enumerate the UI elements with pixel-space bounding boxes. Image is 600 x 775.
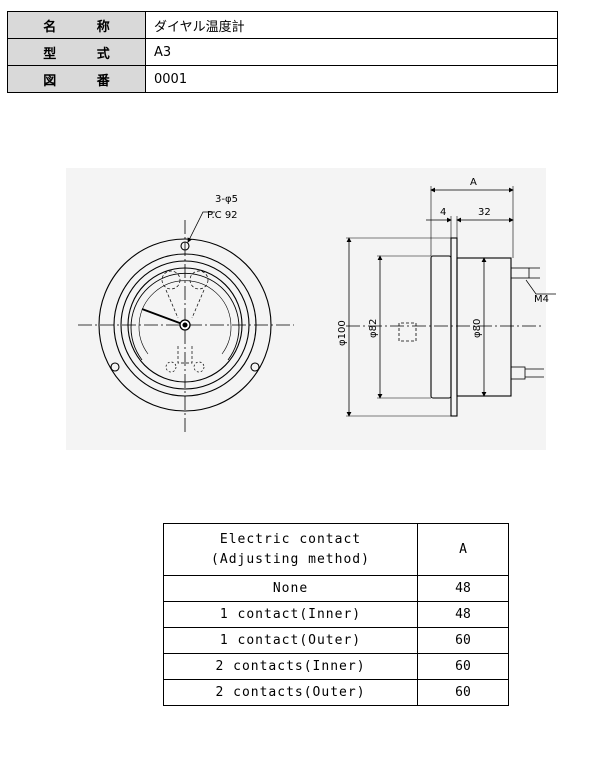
spec-header-category: Electric contact (Adjusting method) bbox=[163, 523, 418, 576]
spec-row-label: None bbox=[163, 575, 418, 602]
spec-row: None 48 bbox=[163, 575, 509, 602]
label-dim-32: 32 bbox=[478, 207, 491, 218]
label-dia-100: φ100 bbox=[337, 320, 348, 346]
spec-row-value: 60 bbox=[417, 679, 509, 706]
front-view bbox=[78, 211, 294, 433]
spec-row: 2 contacts(Inner) 60 bbox=[163, 653, 509, 680]
mount-hole-right bbox=[250, 362, 260, 372]
title-block-table: 名 称 ダイヤル温度計 型 式 A3 図 番 0001 bbox=[7, 11, 558, 93]
label-dim-4: 4 bbox=[440, 207, 446, 218]
title-value-name: ダイヤル温度計 bbox=[145, 11, 558, 39]
spec-row-label: 1 contact(Inner) bbox=[163, 601, 418, 628]
spec-header-row: Electric contact (Adjusting method) A bbox=[163, 523, 509, 576]
spec-row-label: 2 contacts(Inner) bbox=[163, 653, 418, 680]
title-key-model: 型 式 bbox=[7, 38, 146, 66]
technical-drawing: 3-φ5 P.C 92 bbox=[66, 168, 556, 450]
label-holes: 3-φ5 bbox=[215, 194, 238, 205]
title-value-drawing-number: 0001 bbox=[145, 65, 558, 93]
title-key-drawing-number: 図 番 bbox=[7, 65, 146, 93]
mount-hole-top bbox=[180, 241, 190, 251]
side-view bbox=[346, 186, 556, 417]
title-key-name: 名 称 bbox=[7, 11, 146, 39]
spec-row: 2 contacts(Outer) 60 bbox=[163, 679, 509, 706]
dial-scale-arc bbox=[130, 272, 240, 361]
spec-row-label: 1 contact(Outer) bbox=[163, 627, 418, 654]
mount-hole-left bbox=[110, 362, 120, 372]
electric-contact-table: Electric contact (Adjusting method) A No… bbox=[163, 523, 509, 706]
label-thread-m4: M4 bbox=[534, 294, 549, 305]
side-case bbox=[430, 255, 452, 399]
label-dia-82: φ82 bbox=[368, 319, 379, 338]
spec-row-value: 60 bbox=[417, 653, 509, 680]
label-pcd: P.C 92 bbox=[207, 210, 238, 221]
dial-needle bbox=[141, 308, 186, 326]
side-flange bbox=[450, 237, 458, 417]
title-row-drawing-number: 図 番 0001 bbox=[7, 65, 558, 93]
drawing-svg: 3-φ5 P.C 92 bbox=[78, 177, 556, 433]
spec-row: 1 contact(Inner) 48 bbox=[163, 601, 509, 628]
label-dim-a: A bbox=[470, 177, 477, 188]
label-dia-80: φ80 bbox=[472, 319, 483, 338]
spec-row-value: 60 bbox=[417, 627, 509, 654]
spec-row-value: 48 bbox=[417, 575, 509, 602]
spec-row-label: 2 contacts(Outer) bbox=[163, 679, 418, 706]
title-value-model: A3 bbox=[145, 38, 558, 66]
spec-header-line2: (Adjusting method) bbox=[211, 551, 370, 567]
spec-row: 1 contact(Outer) 60 bbox=[163, 627, 509, 654]
spec-header-line1: Electric contact bbox=[219, 531, 362, 547]
spec-row-value: 48 bbox=[417, 601, 509, 628]
title-row-name: 名 称 ダイヤル温度計 bbox=[7, 11, 558, 39]
title-row-model: 型 式 A3 bbox=[7, 38, 558, 66]
spec-header-a: A bbox=[417, 523, 509, 576]
